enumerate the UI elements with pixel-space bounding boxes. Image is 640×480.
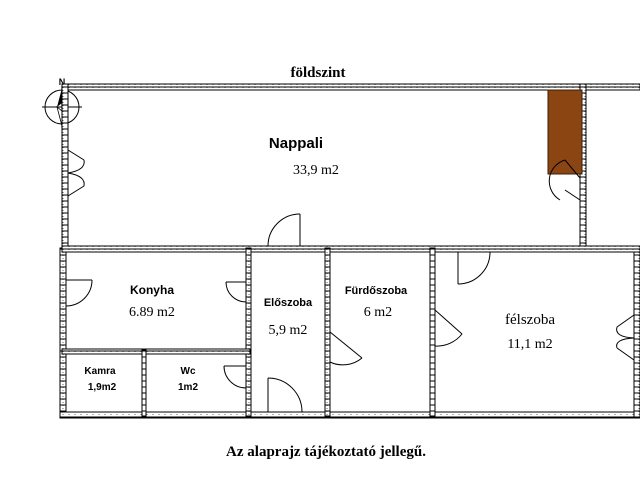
disclaimer-note: Az alaprajz tájékoztató jellegű. [226, 444, 426, 460]
door-konyha [65, 279, 93, 307]
door-eloszoba-left [225, 281, 247, 303]
door-nappali-right [548, 159, 581, 201]
window-felszoba-right [616, 314, 635, 361]
room-nappali: Nappali 33,9 m2 [269, 135, 339, 178]
room-name: Konyha [130, 283, 174, 297]
door-entrance [267, 377, 303, 413]
room-name: Kamra [84, 366, 116, 377]
room-felszoba: félszoba 11,1 m2 [505, 312, 555, 352]
compass-letter: N [59, 77, 66, 87]
room-name: Wc [181, 366, 196, 377]
room-kamra: Kamra 1,9m2 [84, 366, 116, 393]
room-area: 1m2 [178, 382, 198, 393]
door-felszoba-top [457, 251, 491, 285]
room-area: 5,9 m2 [269, 323, 308, 338]
room-name: félszoba [505, 312, 555, 328]
door-nappali-bottom [267, 213, 301, 247]
door-wc [223, 365, 247, 389]
door-felszoba-left [434, 309, 463, 347]
room-konyha: Konyha 6.89 m2 [129, 283, 175, 320]
room-area: 6.89 m2 [129, 305, 175, 320]
room-name: Nappali [269, 135, 323, 152]
room-wc: Wc 1m2 [178, 366, 198, 393]
plan-title: földszint [290, 65, 345, 81]
room-eloszoba: Előszoba 5,9 m2 [264, 297, 313, 338]
door-nappali-left [67, 149, 85, 197]
chimney [547, 89, 583, 175]
room-furdoszoba: Fürdőszoba 6 m2 [345, 285, 408, 320]
doors [65, 149, 635, 413]
room-area: 6 m2 [364, 305, 392, 320]
room-area: 1,9m2 [88, 382, 117, 393]
room-name: Fürdőszoba [345, 285, 408, 297]
room-area: 33,9 m2 [293, 163, 339, 178]
room-area: 11,1 m2 [507, 337, 552, 352]
walls [59, 83, 640, 419]
door-furdoszoba [329, 331, 363, 366]
room-name: Előszoba [264, 297, 313, 309]
